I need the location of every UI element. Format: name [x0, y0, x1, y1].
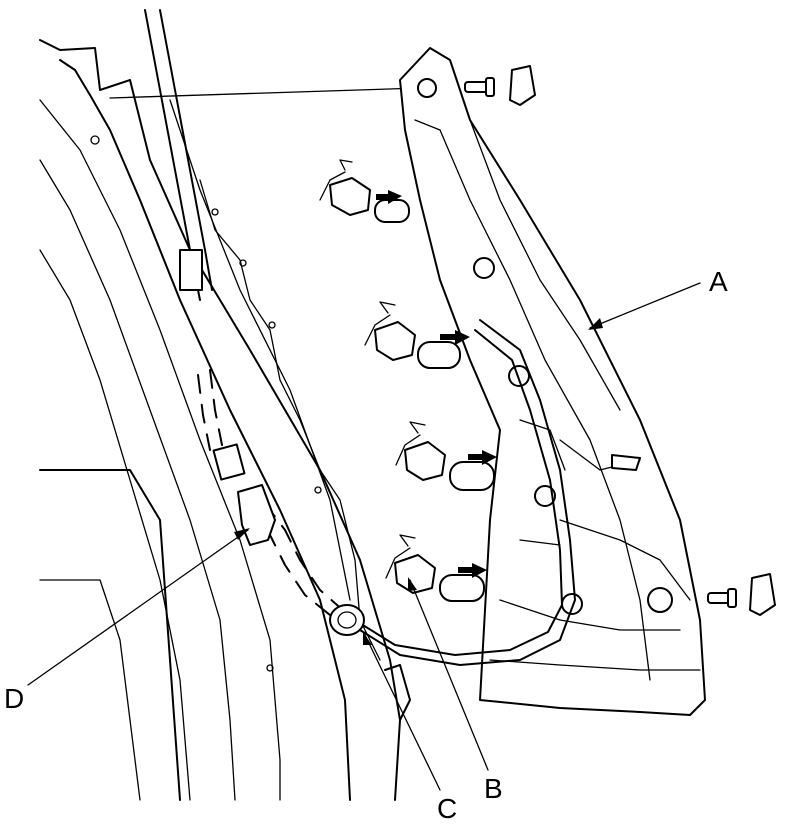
bulb-socket-3 — [395, 421, 497, 491]
callout-b: B — [484, 773, 503, 804]
grommet — [329, 604, 365, 636]
bulb-socket-1 — [319, 159, 410, 223]
wiring-harness — [197, 319, 576, 666]
upper-screw — [464, 77, 495, 97]
lower-cap — [749, 573, 776, 616]
leader-lines — [27, 282, 701, 791]
callout-d: D — [4, 683, 24, 714]
lower-screw — [707, 588, 737, 608]
body-panel — [39, 9, 421, 801]
callout-c: C — [437, 793, 457, 824]
taillight-housing — [399, 47, 706, 716]
bulb-socket-4 — [385, 534, 487, 602]
bulb-socket-2 — [364, 301, 470, 369]
callout-a: A — [709, 266, 728, 297]
upper-cap — [509, 65, 536, 106]
